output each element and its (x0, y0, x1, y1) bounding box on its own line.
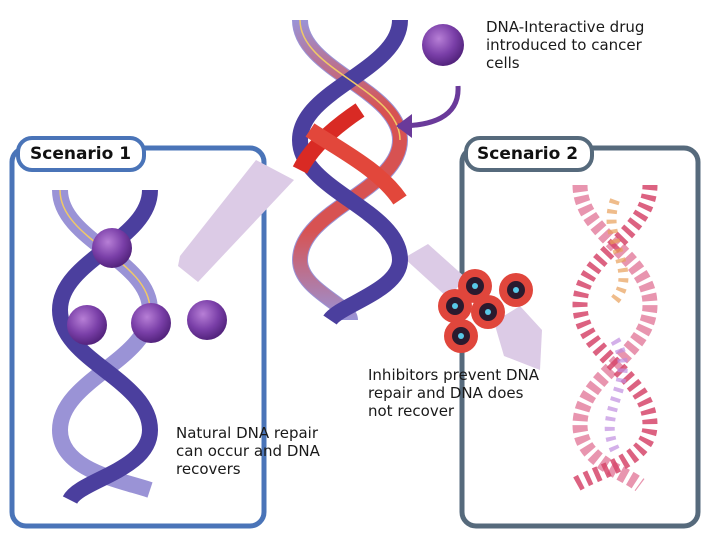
drug-molecule-icon (422, 24, 464, 66)
drug-molecule-icon (187, 300, 227, 340)
scenario2-caption: Inhibitors prevent DNA repair and DNA do… (368, 366, 539, 420)
drug-arrow-head (396, 114, 412, 138)
central-dna-helix (291, 19, 409, 326)
drug-molecule-icon (131, 303, 171, 343)
drug-molecule-icon (92, 228, 132, 268)
drug-molecule-icon (67, 305, 107, 345)
scenario2-title: Scenario 2 (477, 144, 579, 164)
right-arrow-lower (494, 306, 542, 370)
drug-caption: DNA-Interactive drug introduced to cance… (486, 18, 645, 72)
left-arrow (178, 160, 294, 282)
scenario1-title-box (16, 136, 146, 172)
scenario1-title: Scenario 1 (30, 144, 132, 164)
inhibitor-cluster (438, 269, 533, 353)
scenario1-caption: Natural DNA repair can occur and DNA rec… (176, 424, 320, 478)
scenario2-damaged-dna (571, 184, 658, 492)
right-arrow-upper (404, 244, 466, 298)
scenario2-frame (459, 145, 701, 529)
scenario2-title-box (464, 136, 594, 172)
